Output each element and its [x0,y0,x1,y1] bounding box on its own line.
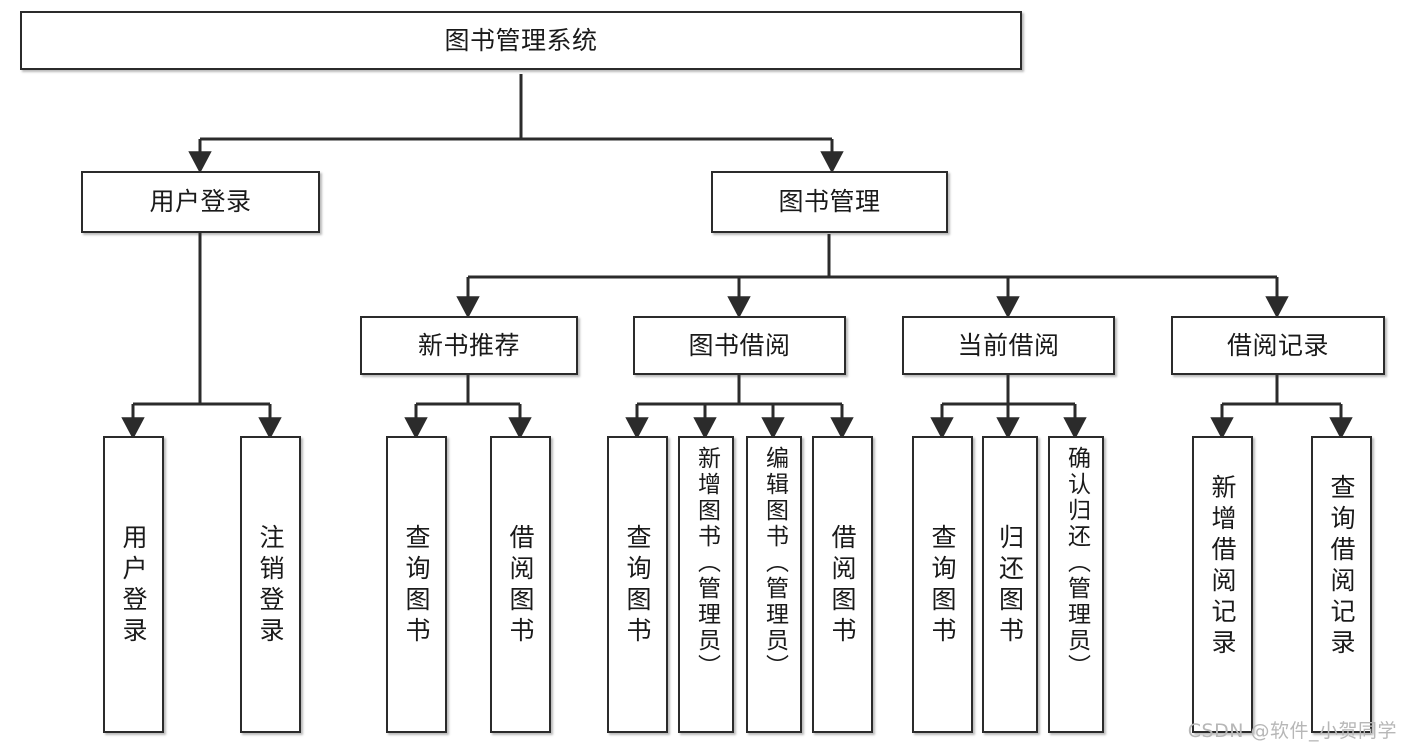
leaf-query-book-2-label: 查询图书 [623,524,652,648]
leaf-query-book-2[interactable]: 查询图书 [607,436,668,733]
leaf-query-record-label: 查询借阅记录 [1327,474,1356,660]
node-book-borrow-label: 图书借阅 [688,330,791,360]
leaf-query-record[interactable]: 查询借阅记录 [1311,436,1372,733]
leaf-add-record[interactable]: 新增借阅记录 [1192,436,1253,733]
node-root[interactable]: 图书管理系统 [20,11,1022,70]
node-current-borrow-label: 当前借阅 [957,330,1060,360]
node-user-login[interactable]: 用户登录 [81,171,320,233]
leaf-query-book-1[interactable]: 查询图书 [386,436,447,733]
node-user-login-label: 用户登录 [149,187,252,217]
node-root-label: 图书管理系统 [444,25,598,55]
leaf-query-book-3[interactable]: 查询图书 [912,436,973,733]
node-book-manage[interactable]: 图书管理 [711,171,948,233]
node-new-book-recommend-label: 新书推荐 [417,330,520,360]
leaf-user-logout-label: 注销登录 [256,524,285,648]
node-book-borrow[interactable]: 图书借阅 [633,316,846,375]
leaf-return-book-label: 归还图书 [995,524,1025,648]
leaf-add-book[interactable]: 新增图书（管理员） [678,436,734,733]
leaf-borrow-book-1[interactable]: 借阅图书 [490,436,551,733]
leaf-user-login[interactable]: 用户登录 [103,436,164,733]
leaf-query-book-1-label: 查询图书 [402,524,431,648]
leaf-edit-book[interactable]: 编辑图书（管理员） [746,436,802,733]
leaf-borrow-book-2[interactable]: 借阅图书 [812,436,873,733]
leaf-edit-book-label: 编辑图书（管理员） [761,446,788,680]
leaf-user-login-label: 用户登录 [119,524,148,648]
node-borrow-record-label: 借阅记录 [1226,330,1329,360]
leaf-user-logout[interactable]: 注销登录 [240,436,301,733]
node-current-borrow[interactable]: 当前借阅 [902,316,1115,375]
node-new-book-recommend[interactable]: 新书推荐 [360,316,578,375]
node-book-manage-label: 图书管理 [778,187,881,217]
leaf-confirm-return[interactable]: 确认归还（管理员） [1048,436,1104,733]
leaf-query-book-3-label: 查询图书 [928,524,957,648]
leaf-add-book-label: 新增图书（管理员） [693,446,720,680]
leaf-borrow-book-1-label: 借阅图书 [506,524,535,648]
leaf-confirm-return-label: 确认归还（管理员） [1063,446,1090,680]
leaf-return-book[interactable]: 归还图书 [982,436,1038,733]
leaf-borrow-book-2-label: 借阅图书 [828,524,857,648]
leaf-add-record-label: 新增借阅记录 [1208,474,1237,660]
node-borrow-record[interactable]: 借阅记录 [1171,316,1385,375]
